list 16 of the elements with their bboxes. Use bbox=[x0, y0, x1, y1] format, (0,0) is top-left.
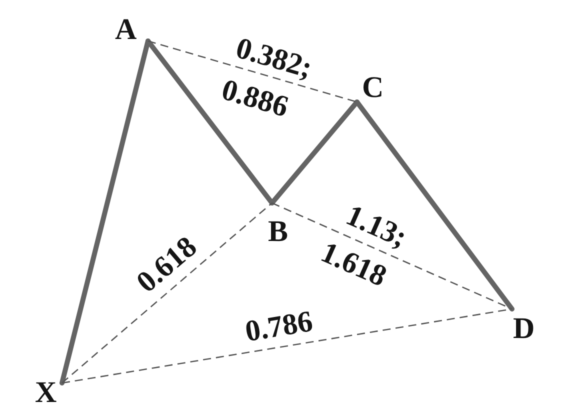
ratio-label: 0.382; 0.886 bbox=[217, 30, 318, 126]
dashed-ratio-line bbox=[62, 202, 272, 384]
pattern-leg-line bbox=[60, 38, 150, 386]
dashed-ratio-line bbox=[148, 40, 358, 103]
pattern-leg-line bbox=[146, 38, 274, 206]
dashed-ratio-line bbox=[272, 202, 512, 310]
vertex-letter: C bbox=[357, 73, 385, 103]
pattern-leg-line bbox=[270, 100, 360, 206]
vertex-letter: D bbox=[512, 309, 536, 345]
ratio-label: 0.786 bbox=[243, 306, 316, 348]
ratio-label: 1.13; 1.618 bbox=[314, 198, 412, 296]
vertex-letter: A bbox=[115, 15, 148, 45]
pattern-leg-line bbox=[354, 100, 514, 312]
vertex-letter: B bbox=[268, 203, 291, 247]
dashed-ratio-line bbox=[62, 308, 512, 384]
vertex-letter: X bbox=[35, 378, 62, 408]
